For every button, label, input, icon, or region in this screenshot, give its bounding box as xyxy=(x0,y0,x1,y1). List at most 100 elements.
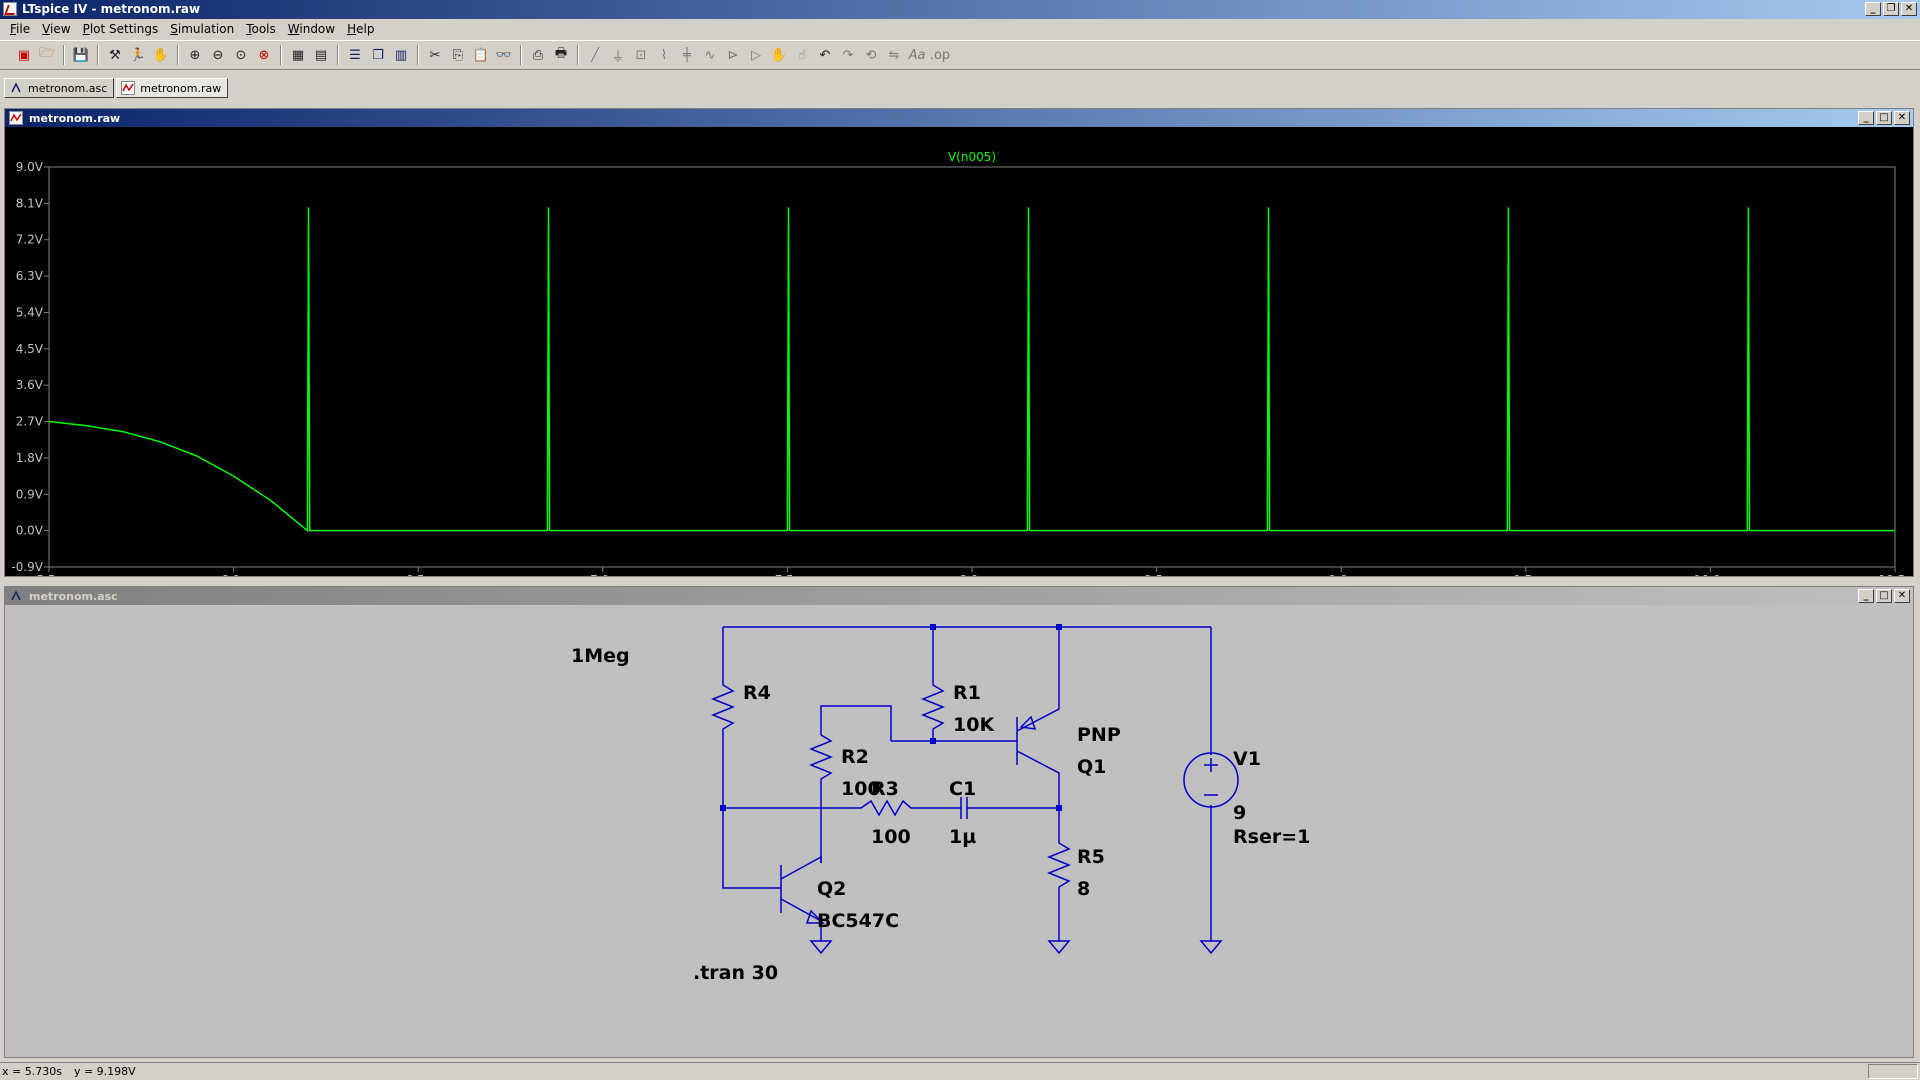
ground-symbols[interactable] xyxy=(809,940,1223,955)
x-tick-label[interactable]: 5.5s xyxy=(36,573,61,587)
tile-horizontal-icon[interactable]: ☰ xyxy=(349,47,361,63)
find-icon[interactable]: 👓 xyxy=(495,47,513,63)
maximize-button[interactable]: □ xyxy=(1876,111,1892,125)
copy-icon[interactable]: ⎘ xyxy=(452,47,464,63)
r1-name-label[interactable]: R1 xyxy=(953,682,981,704)
component-icon[interactable]: ▷ xyxy=(751,47,761,63)
y-tick-label[interactable]: 3.6V xyxy=(16,378,44,392)
menu-simulation[interactable]: Simulation xyxy=(170,22,235,36)
y-tick-label[interactable]: 4.5V xyxy=(16,342,44,356)
r5-value-label[interactable]: 8 xyxy=(1077,878,1090,900)
transistor-q2[interactable] xyxy=(722,808,822,941)
spice-directive-icon[interactable]: .op xyxy=(929,47,951,63)
x-tick-label[interactable]: 7.0s xyxy=(590,573,615,587)
trace-legend-label[interactable]: V(n005) xyxy=(948,150,996,164)
zoom-in-icon[interactable]: ⊕ xyxy=(189,47,201,63)
tab-schematic[interactable]: metronom.asc xyxy=(4,78,115,98)
save-icon[interactable]: 💾 xyxy=(72,47,90,63)
y-tick-label[interactable]: 0.9V xyxy=(16,487,44,501)
y-tick-label[interactable]: 0.0V xyxy=(16,524,44,538)
menu-tools[interactable]: Tools xyxy=(246,22,276,36)
v1-name-label[interactable]: V1 xyxy=(1233,748,1261,770)
y-tick-label[interactable]: 9.0V xyxy=(16,160,44,174)
restore-button[interactable]: ❐ xyxy=(1883,2,1899,16)
autorange-icon[interactable]: ▦ xyxy=(291,47,305,63)
r3-name-label[interactable]: R3 xyxy=(871,778,899,800)
c1-name-label[interactable]: C1 xyxy=(949,778,976,800)
tile-vertical-icon[interactable]: ▥ xyxy=(394,47,408,63)
r2-value-label[interactable]: 100 xyxy=(841,778,881,800)
control-panel-icon[interactable]: ⚒ xyxy=(109,47,121,63)
waveform-window-titlebar[interactable]: metronom.raw _ □ ✕ xyxy=(5,109,1913,127)
x-tick-label[interactable]: 6.5s xyxy=(406,573,431,587)
y-tick-label[interactable]: 5.4V xyxy=(16,305,44,319)
schematic-canvas[interactable]: 1Meg R4 R1 10K PNP Q1 R2 100 R3 100 C1 1… xyxy=(5,605,1913,1057)
minimize-button[interactable]: _ xyxy=(1865,2,1881,16)
v1-rser-label[interactable]: Rser=1 xyxy=(1233,826,1310,848)
x-tick-label[interactable]: 8.0s xyxy=(959,573,984,587)
y-tick-label[interactable]: 7.2V xyxy=(16,233,44,247)
r4-value-label[interactable]: 1Meg xyxy=(571,645,630,667)
menu-window[interactable]: Window xyxy=(287,22,336,36)
close-button[interactable]: ✕ xyxy=(1901,2,1917,16)
cascade-icon[interactable]: ❐ xyxy=(372,47,384,63)
resistor-r5[interactable] xyxy=(1046,808,1072,941)
v1-value-label[interactable]: 9 xyxy=(1233,802,1246,824)
plot-settings-icon[interactable]: ▤ xyxy=(314,47,328,63)
menu-view[interactable]: View xyxy=(42,22,71,36)
inductor-icon[interactable]: ∿ xyxy=(704,47,716,63)
y-tick-label[interactable]: -0.9V xyxy=(11,560,43,574)
trace-line[interactable] xyxy=(48,207,1895,533)
schematic-drawing[interactable]: 1Meg R4 R1 10K PNP Q1 R2 100 R3 100 C1 1… xyxy=(5,605,1913,1057)
zoom-out-icon[interactable]: ⊖ xyxy=(212,47,224,63)
y-tick-label[interactable]: 2.7V xyxy=(16,415,44,429)
schematic-window-titlebar[interactable]: metronom.asc _ □ ✕ xyxy=(5,587,1913,605)
q1-name-label[interactable]: Q1 xyxy=(1077,756,1106,778)
wire[interactable] xyxy=(820,705,1017,742)
resistor-r2[interactable] xyxy=(808,734,834,863)
x-tick-label[interactable]: 8.5s xyxy=(1144,573,1169,587)
drag-icon[interactable]: ☝ xyxy=(798,47,806,63)
menu-file[interactable]: File xyxy=(10,22,31,36)
open-icon[interactable]: 🗁 xyxy=(38,46,56,61)
close-button[interactable]: ✕ xyxy=(1894,111,1910,125)
capacitor-c1[interactable] xyxy=(951,797,1059,819)
menu-plot-settings[interactable]: Plot Settings xyxy=(82,22,159,36)
r4-name-label[interactable]: R4 xyxy=(743,682,771,704)
paste-icon[interactable]: 📋 xyxy=(472,47,490,63)
spice-directive[interactable]: .tran 30 xyxy=(693,962,778,984)
zoom-fit-icon[interactable]: ⊙ xyxy=(235,47,247,63)
x-tick-label[interactable]: 9.5s xyxy=(1513,573,1538,587)
undo-icon[interactable]: ↶ xyxy=(819,47,831,63)
x-tick-label[interactable]: 9.0s xyxy=(1329,573,1354,587)
q2-model-label[interactable]: BC547C xyxy=(817,910,899,932)
ground-icon[interactable]: ⏚ xyxy=(611,49,625,65)
diode-icon[interactable]: ⊳ xyxy=(727,47,739,63)
cut-icon[interactable]: ✂ xyxy=(429,47,441,63)
close-button[interactable]: ✕ xyxy=(1894,589,1910,603)
halt-icon[interactable]: ✋ xyxy=(152,47,170,63)
x-tick-label[interactable]: 10.5s xyxy=(1879,573,1912,587)
resistor-icon[interactable]: ⌇ xyxy=(660,47,668,63)
run-icon[interactable]: 🏃 xyxy=(129,47,147,63)
capacitor-icon[interactable]: ╪ xyxy=(683,47,691,63)
r3-value-label[interactable]: 100 xyxy=(871,826,911,848)
new-schematic-icon[interactable]: ▣ xyxy=(17,47,31,63)
resistor-r1[interactable] xyxy=(920,627,946,741)
minimize-button[interactable]: _ xyxy=(1858,589,1874,603)
r5-name-label[interactable]: R5 xyxy=(1077,846,1105,868)
zoom-cancel-icon[interactable]: ⊗ xyxy=(258,47,270,63)
label-net-icon[interactable]: ⊡ xyxy=(635,47,647,63)
resistor-r3[interactable] xyxy=(723,799,951,817)
y-tick-label[interactable]: 1.8V xyxy=(16,451,44,465)
move-icon[interactable]: ✋ xyxy=(770,47,788,63)
tab-waveform[interactable]: metronom.raw xyxy=(116,78,229,98)
minimize-button[interactable]: _ xyxy=(1858,111,1874,125)
x-tick-label[interactable]: 7.5s xyxy=(775,573,800,587)
r2-name-label[interactable]: R2 xyxy=(841,746,869,768)
x-tick-label[interactable]: 10.0s xyxy=(1694,573,1727,587)
transistor-q1[interactable] xyxy=(1016,627,1060,808)
resistor-r4[interactable] xyxy=(710,627,736,808)
c1-value-label[interactable]: 1µ xyxy=(949,826,976,848)
